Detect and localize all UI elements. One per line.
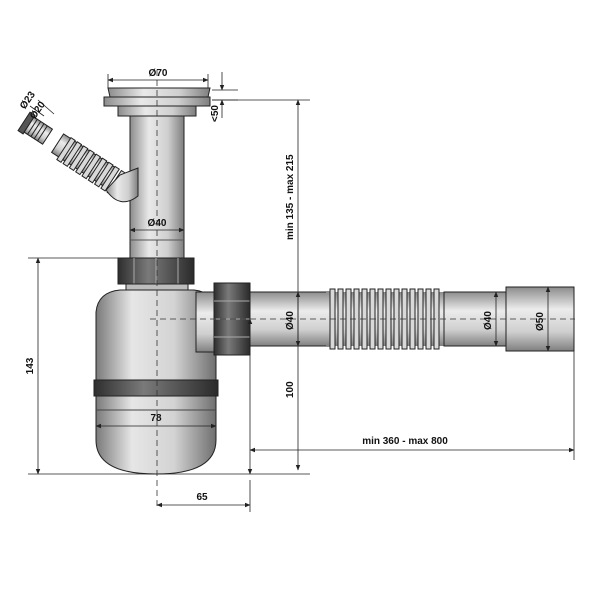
overflow-hose-rib (68, 145, 89, 172)
label-height-range: min 135 - max 215 (285, 154, 296, 240)
union-nut (117, 257, 195, 291)
label-outlet-diameter: Ø40 (285, 311, 296, 330)
label-pipe-diameter: Ø40 (148, 218, 167, 229)
dimension-lines (28, 72, 575, 512)
overflow-hose-rib (62, 141, 83, 168)
center-lines (150, 70, 575, 510)
label-bottle-height: 143 (25, 357, 36, 374)
overflow-hose-rib (100, 165, 120, 192)
label-outlet-height: 100 (285, 381, 296, 398)
label-offset: 65 (196, 492, 208, 503)
overflow-hose-rib (56, 137, 76, 163)
label-flange-height: <50 (210, 105, 221, 122)
overflow-hose-rib (75, 149, 95, 176)
label-length-range: min 360 - max 800 (362, 436, 448, 447)
siphon-part (17, 87, 575, 475)
label-flange-diameter: Ø70 (149, 68, 168, 79)
label-hose-diameter: Ø40 (483, 311, 494, 330)
label-bottle-width: 78 (150, 413, 162, 424)
overflow-hose-rib (81, 153, 102, 180)
overflow-hose-rib (93, 161, 114, 188)
overflow-hose-rib (87, 157, 108, 184)
overflow-inlet (17, 111, 139, 203)
label-end-diameter: Ø50 (535, 312, 546, 331)
